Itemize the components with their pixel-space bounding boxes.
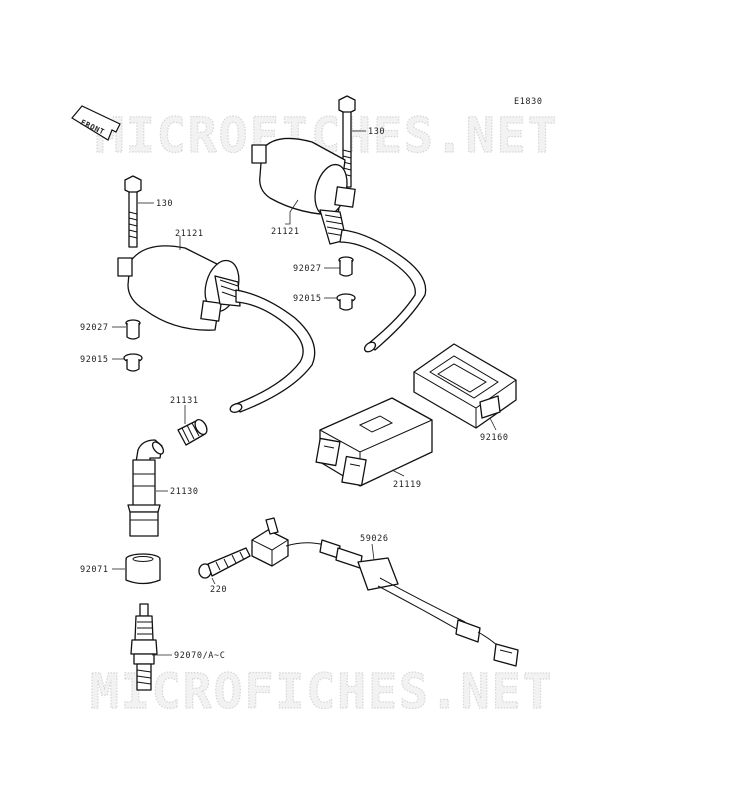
label-igniter: 21119 (393, 480, 422, 490)
watermark-top: MICROFICHES.NET (95, 108, 558, 164)
label-rubber-grommet: 92071 (80, 565, 109, 575)
label-sensor-harness: 59026 (360, 534, 389, 544)
igniter-unit (315, 397, 433, 487)
igniter-cover (413, 343, 517, 429)
screw (198, 547, 251, 579)
collar-right (338, 256, 354, 277)
label-coil-left: 21121 (175, 229, 204, 239)
bushing-left (123, 353, 143, 372)
label-collar-left: 92027 (80, 323, 109, 333)
label-bolt-left: 130 (156, 199, 173, 209)
label-collar-right: 92027 (293, 264, 322, 274)
bushing-right (336, 293, 356, 311)
sensor-harness (251, 517, 519, 667)
label-coil-right: 21121 (271, 227, 300, 237)
cap-seal (177, 418, 208, 446)
rubber-grommet (125, 553, 161, 585)
bolt-left (124, 175, 142, 248)
label-spark-plug: 92070/A~C (174, 651, 225, 661)
label-cap-seal: 21131 (170, 396, 199, 406)
label-bushing-left: 92015 (80, 355, 109, 365)
label-bolt-right: 130 (368, 127, 385, 137)
leader-lines (112, 130, 497, 656)
ignition-coil-left (117, 175, 316, 413)
label-bushing-right: 92015 (293, 294, 322, 304)
watermark-bottom: MICROFICHES.NET (90, 664, 553, 720)
collar-left (125, 319, 141, 340)
label-igniter-cover: 92160 (480, 433, 509, 443)
ignition-coil-right (251, 95, 427, 353)
label-screw: 220 (210, 585, 227, 595)
plug-cap (127, 439, 165, 537)
label-plug-cap: 21130 (170, 487, 199, 497)
diagram-code: E1830 (514, 97, 543, 107)
spark-plug (130, 603, 158, 691)
